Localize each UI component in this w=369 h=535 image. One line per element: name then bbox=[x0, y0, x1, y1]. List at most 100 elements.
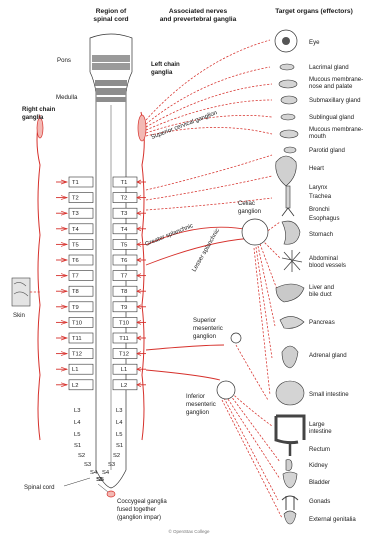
header-region-1: Region of bbox=[96, 8, 127, 15]
segment-label-left: T12 bbox=[72, 352, 82, 358]
lower-segment-label-right: S2 bbox=[113, 453, 120, 459]
nose-palate-illustration bbox=[279, 80, 297, 88]
segment-label-right: T7 bbox=[121, 274, 128, 280]
segment-label-left: T6 bbox=[72, 258, 79, 264]
superior-cervical-ganglion bbox=[138, 115, 146, 141]
lower-segment-label-left: L3 bbox=[74, 408, 80, 414]
organ-label-nose-2: nose and palate bbox=[309, 83, 353, 90]
right-chain-ganglia bbox=[37, 115, 43, 440]
organ-label-kidney: Kidney bbox=[309, 462, 329, 469]
left-chain-label-2: ganglia bbox=[151, 69, 173, 76]
segment-label-left: T8 bbox=[72, 289, 79, 295]
segment-label-right: T6 bbox=[121, 258, 128, 264]
organ-labels: Eye Lacrimal gland Mucous membrane- nose… bbox=[309, 39, 363, 523]
organ-illustrations bbox=[275, 30, 304, 524]
coccygeal-label-3: (ganglion impar) bbox=[117, 514, 161, 521]
skin-illustration bbox=[12, 278, 40, 306]
pancreas-illustration bbox=[280, 316, 304, 328]
lower-segment-label-right: S5 bbox=[97, 477, 104, 483]
inf-mes-label-1: Inferior bbox=[186, 393, 205, 400]
segment-label-right: L1 bbox=[121, 367, 127, 373]
organ-label-trachea: Trachea bbox=[309, 193, 332, 200]
organ-label-abdominal-1: Abdominal bbox=[309, 255, 338, 262]
larynx-trachea-illustration bbox=[286, 186, 290, 208]
celiac-ganglion bbox=[242, 219, 268, 245]
lower-segment-label-right: S3 bbox=[108, 462, 115, 468]
lower-segment-label-left: S2 bbox=[78, 453, 85, 459]
segment-label-left: T5 bbox=[72, 242, 79, 248]
lower-segment-label-right: L4 bbox=[116, 420, 123, 426]
lower-segment-label-right: S4 bbox=[102, 470, 110, 476]
segment-label-left: T7 bbox=[72, 274, 79, 280]
pons-region bbox=[92, 55, 130, 62]
heart-illustration bbox=[276, 156, 297, 186]
left-chain-label-1: Left chain bbox=[151, 61, 180, 68]
organ-label-bladder: Bladder bbox=[309, 479, 330, 486]
organ-label-bronchi: Bronchi bbox=[309, 206, 330, 213]
celiac-label-2: ganglion bbox=[238, 208, 261, 215]
organ-label-adrenal: Adrenal gland bbox=[309, 352, 347, 359]
medulla-label: Medulla bbox=[56, 94, 78, 101]
segment-label-right: T4 bbox=[121, 227, 129, 233]
organ-label-large-intestine-2: intestine bbox=[309, 428, 332, 435]
kidney-illustration bbox=[286, 460, 292, 471]
genitalia-illustration bbox=[284, 511, 296, 524]
organ-label-parotid: Parotid gland bbox=[309, 147, 345, 154]
lower-segment-label-left: L4 bbox=[74, 420, 81, 426]
organ-label-rectum: Rectum bbox=[309, 446, 330, 453]
right-chain-label-2: ganglia bbox=[22, 114, 44, 121]
bronchi-illustration bbox=[282, 208, 294, 216]
lacrimal-gland-illustration bbox=[280, 64, 294, 70]
lower-segment-label-right: L5 bbox=[116, 432, 122, 438]
lower-segment-label-left: S1 bbox=[74, 443, 81, 449]
segment-label-left: T1 bbox=[72, 180, 79, 186]
sup-mes-label-1: Superior bbox=[193, 317, 216, 324]
organ-label-lacrimal: Lacrimal gland bbox=[309, 64, 349, 71]
organ-label-esophagus: Esophagus bbox=[309, 215, 340, 222]
organ-label-mouth-2: mouth bbox=[309, 133, 326, 140]
header-nerves-2: and prevertebral ganglia bbox=[160, 16, 237, 23]
parotid-gland-illustration bbox=[284, 147, 296, 153]
gonads-illustration bbox=[282, 496, 298, 510]
segment-label-right: T8 bbox=[121, 289, 128, 295]
inferior-mesenteric-ganglion bbox=[217, 381, 235, 399]
coccygeal-label-2: fused together bbox=[117, 506, 156, 513]
small-intestine-illustration bbox=[276, 381, 304, 405]
lower-segment-label-left: S3 bbox=[84, 462, 91, 468]
mouth-illustration bbox=[280, 130, 298, 138]
coccygeal-label-1: Coccygeal ganglia bbox=[117, 498, 167, 505]
segment-label-left: T11 bbox=[72, 336, 82, 342]
celiac-label-1: Celiac bbox=[238, 200, 255, 207]
segment-label-left: T2 bbox=[72, 196, 79, 202]
segment-label-right: T2 bbox=[121, 196, 128, 202]
inf-mes-label-3: ganglion bbox=[186, 409, 209, 416]
segment-label-right: L2 bbox=[121, 383, 127, 389]
sublingual-gland-illustration bbox=[281, 114, 295, 120]
segment-label-left: T10 bbox=[72, 320, 82, 326]
credit-text: © OpenStax College bbox=[168, 528, 210, 534]
organ-label-small-intestine: Small intestine bbox=[309, 391, 349, 398]
lower-segment-label-right: L3 bbox=[116, 408, 122, 414]
sup-mes-label-2: mesenteric bbox=[193, 325, 223, 332]
adrenal-gland-illustration bbox=[282, 346, 298, 368]
segment-label-right: T12 bbox=[119, 352, 129, 358]
right-chain-label-1: Right chain bbox=[22, 106, 55, 113]
stomach-illustration bbox=[282, 221, 300, 244]
lower-segment-label-left: L5 bbox=[74, 432, 80, 438]
sup-mes-label-3: ganglion bbox=[193, 333, 216, 340]
header-nerves-1: Associated nerves bbox=[169, 8, 228, 15]
header-targets: Target organs (effectors) bbox=[275, 8, 353, 15]
organ-label-larynx: Larynx bbox=[309, 184, 327, 191]
lower-segment-label-left: S4 bbox=[90, 470, 98, 476]
large-intestine-illustration bbox=[276, 416, 304, 443]
organ-label-submaxillary: Submaxillary gland bbox=[309, 97, 361, 104]
blood-vessels-illustration bbox=[282, 250, 302, 272]
submaxillary-gland-illustration bbox=[281, 96, 297, 104]
liver-illustration bbox=[276, 284, 304, 302]
superior-cervical-label: Superior cervical ganglion bbox=[150, 109, 218, 141]
segment-label-left: T9 bbox=[72, 305, 79, 311]
segment-label-left: L1 bbox=[72, 367, 78, 373]
organ-label-genitalia: External genitalia bbox=[309, 516, 356, 523]
lesser-splanchnic-label: Lesser splanchnic bbox=[191, 227, 221, 273]
